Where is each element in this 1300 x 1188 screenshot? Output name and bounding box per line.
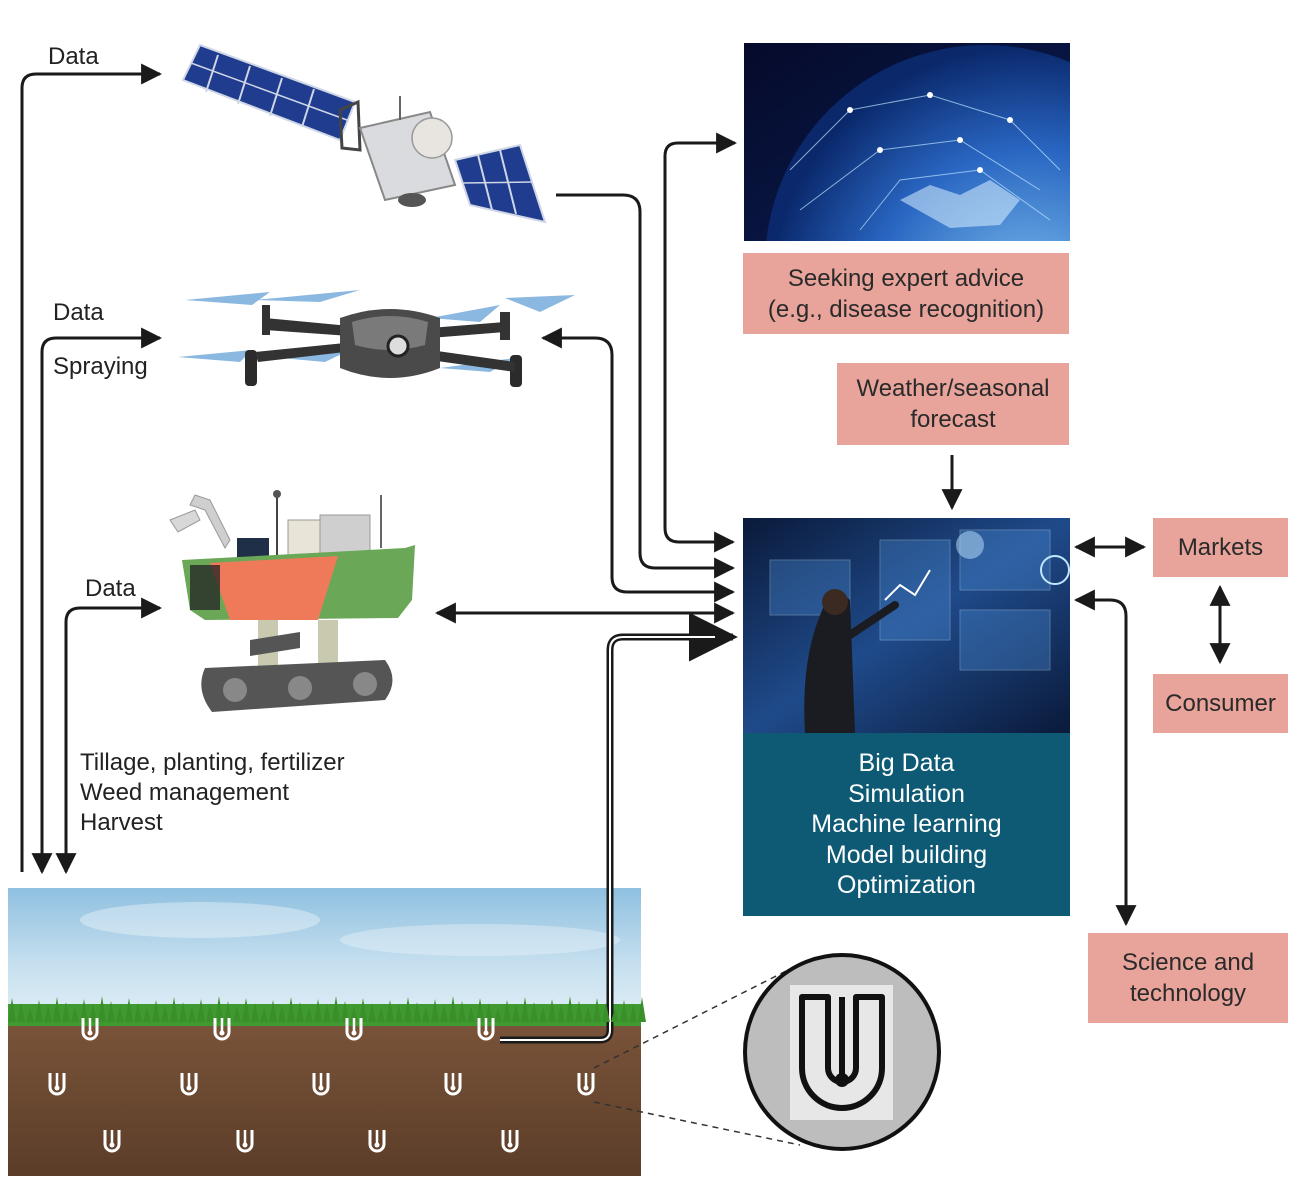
weather-forecast-box: Weather/seasonal forecast <box>837 363 1069 445</box>
big-data-item-2: Simulation <box>848 779 965 808</box>
science-line-1: Science and <box>1121 949 1255 976</box>
field-soil-image <box>8 888 641 1176</box>
grass-blades <box>8 996 646 1022</box>
science-technology-box: Science and technology <box>1088 933 1288 1023</box>
big-data-item-1: Big Data <box>858 749 955 778</box>
markets-label: Markets <box>1177 534 1264 561</box>
operations-label-2: Weed management <box>80 779 290 806</box>
markets-box: Markets <box>1153 518 1288 577</box>
big-data-item-5: Optimization <box>837 871 976 900</box>
robot-data-label: Data <box>85 575 136 602</box>
consumer-label: Consumer <box>1165 690 1276 717</box>
weather-line-2: forecast <box>910 406 996 433</box>
expert-advice-line-2: (e.g., disease recognition) <box>767 295 1045 323</box>
satellite-icon <box>181 43 547 224</box>
consumer-box: Consumer <box>1153 674 1288 733</box>
drone-icon <box>178 290 575 387</box>
operations-label-1: Tillage, planting, fertilizer <box>80 749 345 776</box>
field-robot-icon <box>169 490 415 712</box>
big-data-panel: Big Data Simulation Machine learning Mod… <box>743 733 1070 916</box>
big-data-item-3: Machine learning <box>811 810 1002 839</box>
weather-line-1: Weather/seasonal <box>856 375 1050 402</box>
satellite-data-label: Data <box>48 43 99 70</box>
drone-data-label: Data <box>53 299 104 326</box>
expert-advice-line-1: Seeking expert advice <box>787 264 1025 292</box>
science-line-2: technology <box>1129 980 1247 1007</box>
analytics-touchscreen-image <box>743 518 1070 733</box>
sensor-data-cable <box>500 612 738 1044</box>
expert-advice-box: Seeking expert advice (e.g., disease rec… <box>743 253 1069 334</box>
big-data-item-4: Model building <box>825 840 988 869</box>
operations-label-3: Harvest <box>80 809 163 836</box>
connector-arrows <box>20 63 1231 927</box>
global-network-image <box>744 43 1070 241</box>
drone-spraying-label: Spraying <box>53 353 148 380</box>
soil-sensor-zoom-icon <box>593 953 941 1151</box>
